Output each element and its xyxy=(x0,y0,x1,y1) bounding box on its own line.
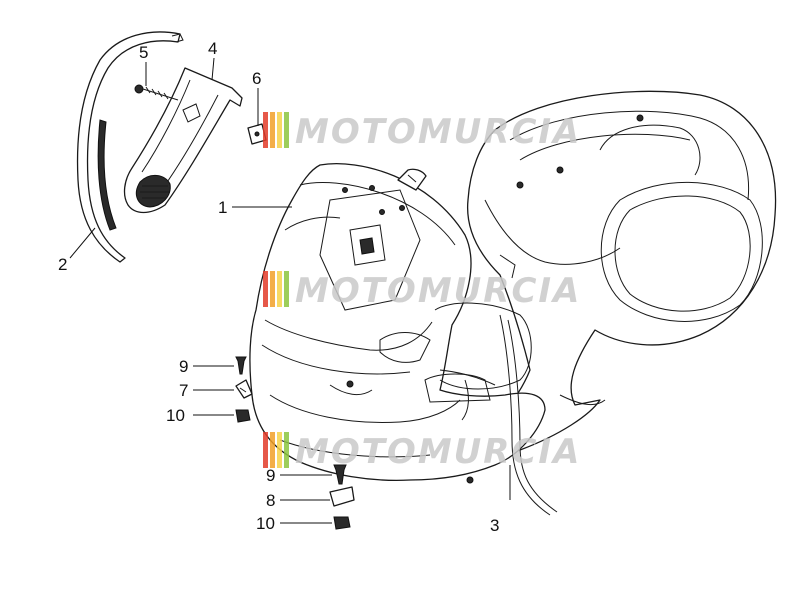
watermark-stripe-2 xyxy=(270,112,275,148)
callout-1: 1 xyxy=(218,198,227,217)
callout-4: 4 xyxy=(208,39,217,58)
rear-body-panel xyxy=(466,90,777,463)
trim-strip xyxy=(76,31,184,263)
watermark-stripe-4 xyxy=(284,271,289,307)
watermark-text: MOTOMURCIA xyxy=(295,112,581,152)
leader-lines xyxy=(69,57,511,524)
callout-10-bottom: 10 xyxy=(256,514,275,533)
watermark-1: MOTOMURCIA xyxy=(263,112,581,152)
callout-5: 5 xyxy=(139,43,148,62)
watermark-stripe-4 xyxy=(284,112,289,148)
callout-2: 2 xyxy=(58,255,67,274)
watermark-stripe-4 xyxy=(284,432,289,468)
watermark-stripe-1 xyxy=(263,271,268,307)
front-shield-body xyxy=(249,163,558,516)
fastener-group-bottom xyxy=(329,464,355,530)
callout-7: 7 xyxy=(179,381,188,400)
callout-10-left: 10 xyxy=(166,406,185,425)
watermark-stripe-1 xyxy=(263,432,268,468)
callout-9-left: 9 xyxy=(179,357,188,376)
watermark-stripe-3 xyxy=(277,432,282,468)
watermark-3: MOTOMURCIA xyxy=(263,432,581,472)
callout-3: 3 xyxy=(490,516,499,535)
watermark-stripe-1 xyxy=(263,112,268,148)
callout-labels: 1 2 3 4 5 6 7 8 9 9 10 10 xyxy=(58,39,499,535)
watermark-2: MOTOMURCIA xyxy=(263,271,581,311)
callout-6: 6 xyxy=(252,69,261,88)
watermark-text: MOTOMURCIA xyxy=(295,271,581,311)
watermark-stripe-3 xyxy=(277,112,282,148)
callout-9-bottom: 9 xyxy=(266,466,275,485)
watermark-text: MOTOMURCIA xyxy=(295,432,581,472)
watermark-stripe-3 xyxy=(277,271,282,307)
horn-cover xyxy=(123,67,243,214)
watermark-stripe-2 xyxy=(270,432,275,468)
watermark-stripe-2 xyxy=(270,271,275,307)
callout-8: 8 xyxy=(266,491,275,510)
fastener-group-left xyxy=(235,356,253,423)
screw-part-5 xyxy=(134,84,179,101)
